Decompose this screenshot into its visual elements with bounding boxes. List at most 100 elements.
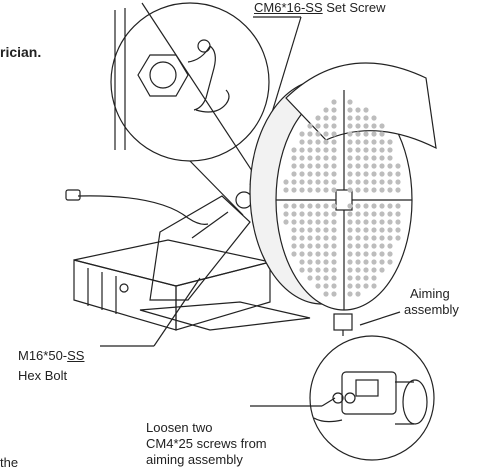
led-dot bbox=[299, 147, 305, 153]
hex-nut-detail bbox=[114, 8, 230, 150]
led-dot bbox=[355, 139, 361, 145]
led-dot bbox=[323, 179, 329, 185]
led-dot bbox=[331, 251, 337, 257]
led-dot bbox=[323, 267, 329, 273]
led-dot bbox=[371, 219, 377, 225]
led-dot bbox=[299, 211, 305, 217]
led-dot bbox=[355, 187, 361, 193]
led-dot bbox=[355, 171, 361, 177]
led-dot bbox=[299, 179, 305, 185]
led-dot bbox=[347, 275, 353, 281]
led-dot bbox=[355, 147, 361, 153]
bottom-text-fragment: the bbox=[0, 455, 19, 470]
led-dot bbox=[363, 187, 369, 193]
led-dot bbox=[347, 163, 353, 169]
led-dot bbox=[323, 211, 329, 217]
led-dot bbox=[347, 251, 353, 257]
led-dot bbox=[307, 187, 313, 193]
led-dot bbox=[363, 227, 369, 233]
led-dot bbox=[379, 227, 385, 233]
led-dot bbox=[315, 219, 321, 225]
led-dot bbox=[355, 131, 361, 137]
led-dot bbox=[363, 203, 369, 209]
led-dot bbox=[379, 235, 385, 241]
led-dot bbox=[363, 107, 369, 113]
led-dot bbox=[387, 171, 393, 177]
led-dot bbox=[355, 115, 361, 121]
led-dot bbox=[371, 147, 377, 153]
led-dot bbox=[315, 259, 321, 265]
led-dot bbox=[387, 219, 393, 225]
led-dot bbox=[299, 259, 305, 265]
led-dot bbox=[315, 171, 321, 177]
led-dot bbox=[363, 131, 369, 137]
lamp-housing bbox=[249, 62, 437, 311]
led-dot bbox=[355, 259, 361, 265]
led-dot bbox=[299, 155, 305, 161]
led-dot bbox=[323, 259, 329, 265]
led-dot bbox=[387, 163, 393, 169]
led-dot bbox=[363, 235, 369, 241]
led-dot bbox=[331, 163, 337, 169]
led-dot bbox=[371, 251, 377, 257]
led-dot bbox=[323, 131, 329, 137]
led-dot bbox=[315, 163, 321, 169]
led-dot bbox=[387, 147, 393, 153]
led-dot bbox=[315, 243, 321, 249]
led-dot bbox=[347, 107, 353, 113]
led-dot bbox=[323, 187, 329, 193]
hex-bolt-ss: SS bbox=[67, 348, 85, 363]
led-dot bbox=[315, 179, 321, 185]
led-dot bbox=[283, 219, 289, 225]
hex-bolt-label-line2: Hex Bolt bbox=[18, 368, 68, 383]
led-dot bbox=[315, 283, 321, 289]
bottom-detail-circle bbox=[309, 335, 435, 461]
led-dot bbox=[363, 251, 369, 257]
intro-text-fragment: rician. bbox=[0, 44, 42, 60]
led-dot bbox=[315, 187, 321, 193]
led-dot bbox=[315, 251, 321, 257]
led-dot bbox=[347, 139, 353, 145]
led-dot bbox=[355, 243, 361, 249]
led-dot bbox=[347, 291, 353, 297]
led-dot bbox=[315, 131, 321, 137]
led-dot bbox=[347, 115, 353, 121]
led-dot bbox=[347, 155, 353, 161]
led-dot bbox=[323, 235, 329, 241]
led-dot bbox=[323, 203, 329, 209]
led-dot bbox=[291, 235, 297, 241]
led-dot bbox=[331, 291, 337, 297]
led-dot bbox=[331, 187, 337, 193]
led-dot bbox=[291, 219, 297, 225]
led-dot bbox=[363, 155, 369, 161]
led-dot bbox=[323, 115, 329, 121]
led-dot bbox=[307, 171, 313, 177]
led-dot bbox=[307, 203, 313, 209]
led-dot bbox=[347, 227, 353, 233]
led-dot bbox=[347, 179, 353, 185]
led-dot bbox=[371, 275, 377, 281]
led-dot bbox=[395, 227, 401, 233]
led-dot bbox=[395, 203, 401, 209]
led-dot bbox=[331, 139, 337, 145]
led-dot bbox=[307, 139, 313, 145]
led-dot bbox=[291, 203, 297, 209]
led-dot bbox=[363, 115, 369, 121]
led-dot bbox=[299, 227, 305, 233]
led-dot bbox=[347, 123, 353, 129]
led-dot bbox=[347, 147, 353, 153]
led-dot bbox=[299, 171, 305, 177]
led-dot bbox=[299, 131, 305, 137]
led-dot bbox=[355, 107, 361, 113]
led-dot bbox=[355, 163, 361, 169]
cable bbox=[77, 195, 209, 225]
led-dot bbox=[307, 219, 313, 225]
led-dot bbox=[307, 123, 313, 129]
led-dot bbox=[387, 251, 393, 257]
led-dot bbox=[283, 187, 289, 193]
led-dot bbox=[347, 99, 353, 105]
led-dot bbox=[315, 115, 321, 121]
led-dot bbox=[347, 211, 353, 217]
led-dot bbox=[379, 203, 385, 209]
